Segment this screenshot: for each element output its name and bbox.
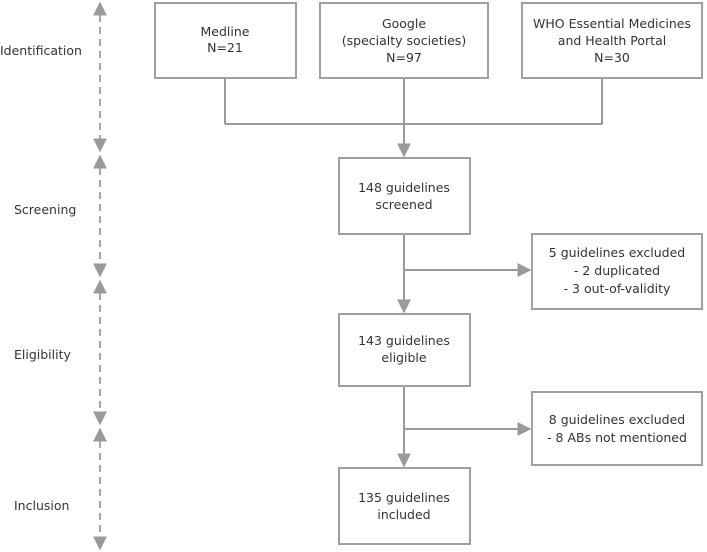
source-box-who: WHO Essential Medicines and Health Porta… [521, 2, 703, 79]
box-eligible-line-2: eligible [381, 350, 426, 365]
stage-label-inclusion: Inclusion [14, 498, 69, 513]
box-eligible-line-1: 143 guidelines [358, 333, 450, 348]
box-excluded-2-line-1: 8 guidelines excluded [549, 412, 685, 427]
source-google-line-1: Google [382, 16, 426, 31]
source-medline-line-2: N=21 [207, 40, 243, 55]
box-excluded-1-line-1: 5 guidelines excluded [549, 245, 685, 260]
box-eligible: 143 guidelines eligible [338, 313, 471, 387]
stage-labels: Identification Screening Eligibility Inc… [0, 43, 82, 513]
stage-label-identification: Identification [0, 43, 82, 58]
stage-label-screening: Screening [14, 202, 76, 217]
source-who-line-3: N=30 [594, 50, 630, 65]
box-excluded-2: 8 guidelines excluded - 8 ABs not mentio… [531, 391, 703, 466]
source-who-line-2: and Health Portal [558, 33, 666, 48]
box-included: 135 guidelines included [338, 467, 471, 545]
box-screened-line-2: screened [375, 197, 432, 212]
box-screened-line-1: 148 guidelines [358, 180, 450, 195]
source-medline-line-1: Medline [201, 24, 250, 39]
box-excluded-1-line-2: - 2 duplicated [574, 263, 660, 278]
source-who-line-1: WHO Essential Medicines [533, 16, 691, 31]
source-google-line-2: (specialty societies) [342, 33, 466, 48]
connectors [224, 78, 603, 468]
stage-label-eligibility: Eligibility [14, 347, 72, 362]
box-included-line-1: 135 guidelines [358, 490, 450, 505]
source-box-medline: Medline N=21 [154, 2, 297, 79]
box-included-line-2: included [377, 507, 430, 522]
box-screened: 148 guidelines screened [338, 157, 471, 235]
source-google-line-3: N=97 [386, 50, 422, 65]
source-box-google: Google (specialty societies) N=97 [319, 2, 489, 79]
box-excluded-2-line-2: - 8 ABs not mentioned [547, 430, 687, 445]
box-excluded-1-line-3: - 3 out-of-validity [564, 281, 671, 296]
box-excluded-1: 5 guidelines excluded - 2 duplicated - 3… [531, 233, 703, 310]
